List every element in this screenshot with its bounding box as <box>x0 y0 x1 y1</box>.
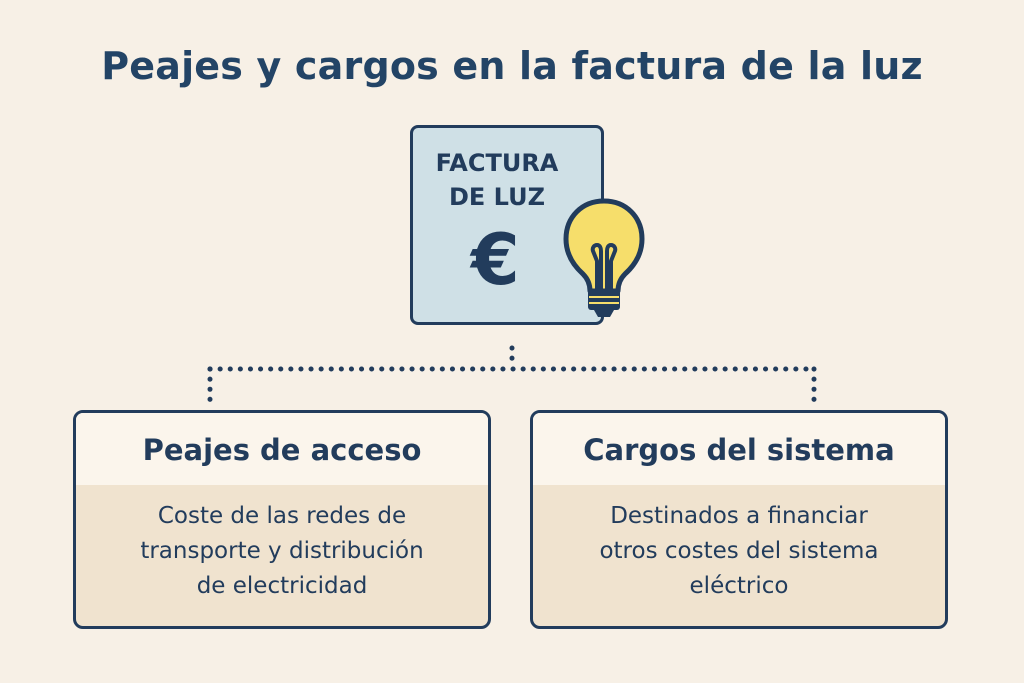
cargos-line-1: Destinados a financiar <box>610 503 868 529</box>
invoice-title-line1: FACTURA <box>435 149 559 177</box>
cargos-heading: Cargos del sistema <box>533 413 945 485</box>
cargos-line-2: otros costes del sistema <box>599 538 879 564</box>
cargos-description: Destinados a financiar otros costes del … <box>533 499 945 604</box>
invoice-title: FACTURA DE LUZ <box>413 146 581 214</box>
peajes-line-1: Coste de las redes de <box>157 503 407 529</box>
peajes-line-2: transporte y distribución <box>140 538 424 564</box>
lightbulb-icon <box>563 198 645 317</box>
peajes-heading: Peajes de acceso <box>76 413 488 485</box>
peajes-line-3: de electricidad <box>196 573 368 599</box>
cargos-line-3: eléctrico <box>689 573 789 599</box>
page-title: Peajes y cargos en la factura de la luz <box>101 44 923 88</box>
peajes-description: Coste de las redes de transporte y distr… <box>76 499 488 604</box>
euro-symbol: € <box>471 219 520 301</box>
peajes-card: Peajes de acceso Coste de las redes de t… <box>73 410 491 629</box>
cargos-card: Cargos del sistema Destinados a financia… <box>530 410 948 629</box>
invoice-title-line2: DE LUZ <box>449 183 545 211</box>
